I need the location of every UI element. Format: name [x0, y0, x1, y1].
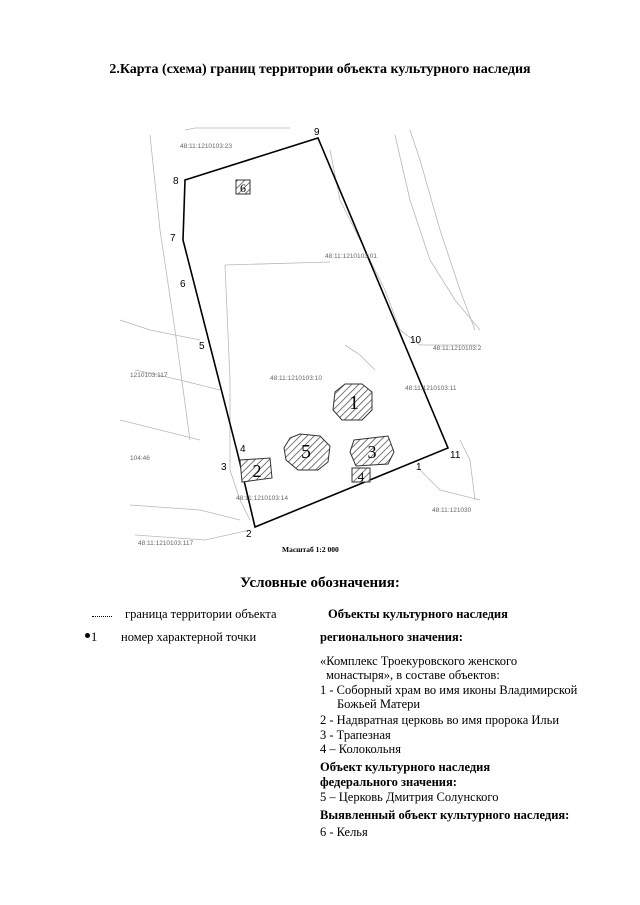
object-6-cell — [235, 179, 251, 195]
item-6: 6 - Келья — [320, 825, 368, 839]
map-scale: Масштаб 1:2 000 — [282, 545, 339, 554]
object-1-cathedral — [332, 383, 373, 421]
cadastral-label: 48:11:1210103:10 — [270, 375, 322, 382]
object-label-3: 3 — [368, 442, 377, 462]
cadastral-label: 48:11:1210103:01 — [325, 253, 377, 260]
point-7: 7 — [170, 233, 176, 244]
point-2: 2 — [246, 529, 252, 540]
cadastral-label: 48:11:1210103:2 — [433, 345, 482, 352]
complex-line1: «Комплекс Троекуровского женского — [320, 654, 518, 668]
point-label: номер характерной точки — [121, 630, 257, 644]
background-parcels — [119, 127, 481, 541]
point-4: 4 — [240, 444, 246, 455]
point-1: 1 — [416, 462, 422, 473]
item-5: 5 – Церковь Дмитрия Солунского — [320, 790, 499, 804]
point-5: 5 — [199, 341, 205, 352]
identified-title: Выявленный объект культурного наследия: — [320, 808, 570, 822]
federal-title-1: Объект культурного наследия — [320, 760, 491, 774]
item-2: 2 - Надвратная церковь во имя пророка Ил… — [320, 713, 560, 727]
item-1: 1 - Соборный храм во имя иконы Владимирс… — [320, 683, 578, 697]
object-label-2: 2 — [253, 461, 262, 481]
boundary-label: граница территории объекта — [125, 607, 277, 621]
heritage-title: Объекты культурного наследия — [328, 607, 508, 621]
point-symbol-dot — [85, 633, 90, 638]
object-label-6: 6 — [240, 181, 246, 195]
cadastral-label: 48:11:1210103:14 — [236, 495, 288, 502]
cadastral-label: 48:11:121030 — [432, 507, 472, 514]
regional-title: регионального значения: — [320, 630, 463, 644]
boundary-line-sample — [92, 616, 112, 617]
object-2-gate-church — [239, 457, 273, 483]
federal-title-2: федерального значения: — [320, 775, 457, 789]
heritage-objects — [235, 179, 395, 483]
point-11: 11 — [450, 450, 461, 461]
object-3-refectory — [349, 435, 395, 467]
point-9: 9 — [314, 127, 320, 138]
object-4-belfry — [351, 467, 371, 483]
boundary-map: 1 2 3 4 5 6 1 2 3 4 5 6 7 8 9 10 11 48:1… — [119, 127, 482, 554]
item-3: 3 - Трапезная — [320, 728, 391, 742]
point-3: 3 — [221, 462, 227, 473]
complex-line2: монастыря», в составе объектов: — [326, 668, 500, 682]
point-8: 8 — [173, 176, 179, 187]
point-6: 6 — [180, 279, 186, 290]
legend-title: Условные обозначения: — [240, 575, 400, 591]
item-1-cont: Божьей Матери — [337, 697, 421, 711]
object-label-1: 1 — [349, 392, 359, 414]
territory-boundary — [182, 137, 450, 529]
cadastral-label: 104:46 — [130, 455, 150, 462]
cadastral-label: 1210103:117 — [130, 372, 168, 379]
item-4: 4 – Колокольня — [320, 742, 401, 756]
cadastral-label: 48:11:1210103:117 — [138, 540, 193, 547]
object-label-4: 4 — [358, 469, 365, 484]
object-label-5: 5 — [301, 441, 311, 463]
point-10: 10 — [410, 335, 422, 346]
cadastral-label: 48:11:1210103:23 — [180, 143, 232, 150]
cadastral-label: 48:11:1210103:11 — [405, 385, 457, 392]
point-symbol-number: 1 — [91, 630, 98, 644]
page-title: 2.Карта (схема) границ территории объект… — [109, 62, 531, 77]
object-5-church — [283, 433, 331, 471]
